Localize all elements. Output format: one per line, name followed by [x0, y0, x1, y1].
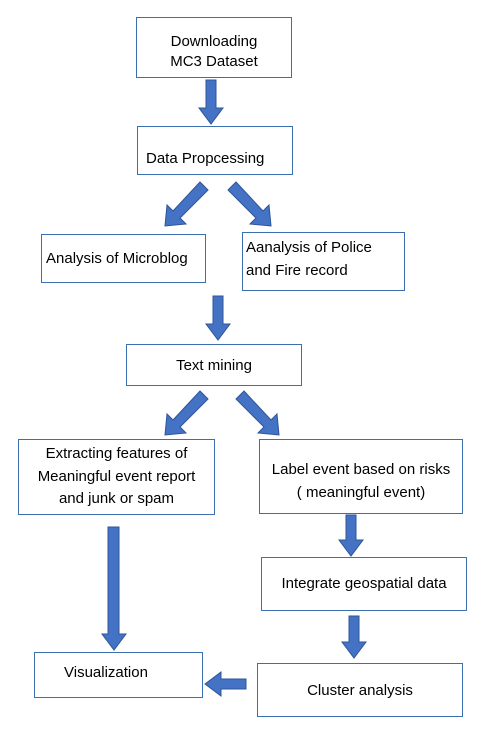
arrow-preprocess-to-microblog [164, 181, 209, 227]
arrow-textmining-to-extract [164, 390, 209, 436]
arrow-textmining-to-label [235, 390, 280, 436]
node-label: Cluster analysis [307, 682, 413, 699]
arrow-preprocess-to-police [227, 181, 272, 227]
node-label: Data Propcessing [146, 150, 265, 167]
arrow-microblog-to-textmining [205, 295, 231, 341]
node-label: Visualization [64, 664, 148, 681]
node-visualization: Visualization [34, 652, 203, 698]
node-label-event: Label event based on risks ( meaningful … [259, 439, 463, 514]
node-cluster-analysis: Cluster analysis [257, 663, 463, 717]
arrow-label-to-geo [338, 514, 364, 557]
node-label: and junk or spam [58, 490, 175, 507]
node-integrate-geospatial: Integrate geospatial data [261, 557, 467, 611]
arrow-download-to-preprocess [198, 79, 224, 125]
node-text-mining: Text mining [126, 344, 302, 386]
node-label: and Fire record [246, 262, 348, 279]
node-extracting-features: Extracting features of Meaningful event … [18, 439, 215, 515]
node-data-processing: Data Propcessing [137, 126, 293, 175]
node-label: Text mining [176, 357, 252, 374]
node-label: Label event based on risks [271, 461, 451, 478]
arrow-extract-to-viz [101, 526, 127, 651]
node-label: ( meaningful event) [296, 484, 426, 501]
node-analysis-microblog: Analysis of Microblog [41, 234, 206, 283]
node-label: Meaningful event report [37, 468, 196, 485]
node-label: Integrate geospatial data [281, 575, 447, 592]
node-label: Analysis of Microblog [46, 250, 188, 267]
node-label: Downloading [170, 33, 258, 50]
node-label: Aanalysis of Police [246, 239, 372, 256]
node-label: Extracting features of [45, 445, 188, 462]
arrow-cluster-to-viz [204, 671, 247, 697]
node-label: MC3 Dataset [170, 53, 258, 70]
arrow-geo-to-cluster [341, 615, 367, 659]
node-downloading-dataset: Downloading MC3 Dataset [136, 17, 292, 78]
node-analysis-police-fire: Aanalysis of Police and Fire record [242, 232, 405, 291]
